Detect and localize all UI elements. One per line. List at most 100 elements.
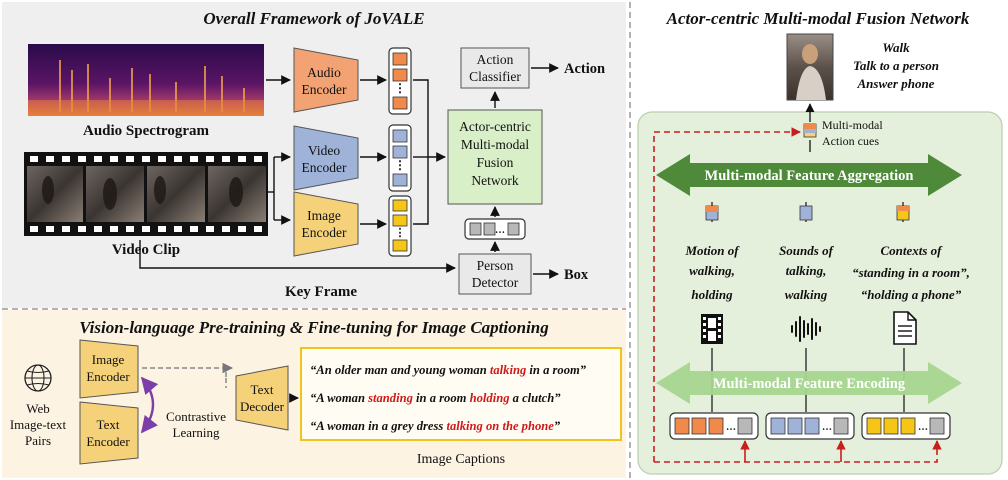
cues-label-line1: Multi-modal (822, 118, 883, 132)
svg-text:…: … (822, 422, 832, 433)
caption-highlight: talking (490, 363, 526, 377)
action-answer-phone: Answer phone (857, 76, 935, 91)
motion-line3: holding (691, 287, 733, 302)
image-encoder-line1: Image (307, 208, 341, 223)
vlp-text-encoder-line2: Encoder (86, 434, 130, 449)
video-clip-filmstrip (24, 152, 268, 236)
audio-spectrogram-image (28, 44, 264, 116)
audio-spectrogram-label: Audio Spectrogram (83, 123, 209, 139)
web-pairs-line1: Web (26, 401, 50, 416)
vlp-text-encoder: Text Encoder (79, 401, 139, 465)
token-merge-line (413, 79, 429, 225)
web-pairs-line3: Pairs (25, 433, 51, 448)
actor-photo (786, 33, 834, 101)
action-classifier-line1: Action (477, 52, 514, 67)
sound-feature-token (799, 202, 813, 222)
vlp-image-encoder-line1: Image (92, 352, 125, 367)
motion-line1: Motion of (684, 243, 740, 258)
action-walk: Walk (882, 40, 910, 55)
fusion-box-line3: Fusion (477, 155, 514, 170)
caption-1: “An older man and young woman talking in… (310, 363, 587, 377)
video-encoder-line2: Encoder (302, 160, 347, 175)
vlp-title: Vision-language Pre-training & Fine-tuni… (79, 318, 549, 337)
contexts-line2: “standing in a room”, (852, 265, 970, 280)
caption-text: “A woman (310, 391, 368, 405)
film-icon (701, 314, 723, 344)
caption-highlight: standing (367, 391, 413, 405)
fusion-box-line1: Actor-centric (459, 119, 531, 134)
video-tokens: ⋮ (388, 124, 412, 192)
fusion-box-line4: Network (471, 173, 518, 188)
text-decoder: Text Decoder (235, 365, 289, 431)
caption-text: in a room (413, 391, 470, 405)
sound-wave-icon (791, 316, 821, 342)
action-output-label: Action (564, 61, 605, 77)
caption-3: “A woman in a grey dress talking on the … (310, 419, 561, 433)
sounds-line2: talking, (786, 263, 827, 278)
vlp-image-encoder-line2: Encoder (86, 369, 130, 384)
video-encoder-line1: Video (308, 143, 340, 158)
fusion-network-box: Actor-centric Multi-modal Fusion Network (447, 109, 543, 205)
caption-text: a clutch” (510, 391, 562, 405)
caption-2: “A woman standing in a room holding a cl… (310, 391, 561, 405)
contrastive-arrow (140, 376, 159, 434)
person-detector: Person Detector (458, 253, 532, 295)
contexts-line3: “holding a phone” (861, 287, 962, 302)
svg-text:…: … (495, 225, 505, 236)
key-frame-label: Key Frame (285, 284, 357, 300)
audio-encoder-line2: Encoder (302, 82, 347, 97)
image-tokens: ⋮ (388, 195, 412, 257)
svg-text:…: … (918, 422, 928, 433)
sounds-line1: Sounds of (779, 243, 834, 258)
image-token-group: … (861, 412, 951, 440)
action-classifier-line2: Classifier (469, 69, 521, 84)
contrastive-line1: Contrastive (166, 409, 226, 424)
caption-highlight: holding (470, 391, 510, 405)
action-classifier: Action Classifier (460, 47, 530, 89)
globe-icon (24, 364, 52, 392)
key-frame-arrow (139, 240, 456, 273)
audio-encoder-line1: Audio (307, 65, 341, 80)
encoding-arrow (656, 362, 962, 404)
caption-text: ” (554, 419, 561, 433)
motion-line2: walking, (689, 263, 735, 278)
text-decoder-line1: Text (251, 382, 274, 397)
web-pairs-line2: Image-text (10, 417, 67, 432)
motion-feature-token (705, 202, 719, 222)
vlp-text-encoder-line1: Text (97, 417, 120, 432)
vlp-image-encoder: Image Encoder (79, 339, 139, 399)
svg-text:⋮: ⋮ (395, 227, 406, 239)
person-detector-line1: Person (477, 258, 514, 273)
red-dashed-bottom (654, 440, 942, 463)
caption-highlight: talking on the phone (446, 419, 554, 433)
fusion-title: Actor-centric Multi-modal Fusion Network (666, 9, 970, 28)
video-encoder: Video Encoder (293, 125, 359, 191)
person-tokens: … (464, 218, 526, 240)
red-dashed-left (653, 127, 801, 462)
context-feature-token (896, 202, 910, 222)
audio-encoder: Audio Encoder (293, 47, 359, 113)
fusion-box-line2: Multi-modal (461, 137, 529, 152)
caption-text: “A woman in a grey dress (310, 419, 446, 433)
overall-title: Overall Framework of JoVALE (203, 9, 424, 28)
action-talk: Talk to a person (853, 58, 939, 73)
image-captions-label: Image Captions (417, 452, 505, 467)
caption-text: “An older man and young woman (310, 363, 490, 377)
sounds-line3: walking (785, 287, 828, 302)
cues-label-line2: Action cues (822, 134, 879, 148)
cue-token (803, 123, 817, 138)
document-icon (893, 311, 917, 345)
encoding-label: Multi-modal Feature Encoding (713, 376, 906, 392)
caption-text: in a room” (526, 363, 587, 377)
contexts-line1: Contexts of (880, 243, 943, 258)
person-detector-line2: Detector (472, 275, 519, 290)
aggregation-arrow (656, 154, 962, 196)
image-encoder-line2: Encoder (302, 225, 347, 240)
svg-text:⋮: ⋮ (394, 81, 406, 95)
image-encoder: Image Encoder (293, 191, 359, 257)
audio-token-group: … (669, 412, 759, 440)
video-token-group: … (765, 412, 855, 440)
video-clip-label: Video Clip (112, 242, 180, 258)
svg-text:⋮: ⋮ (394, 158, 406, 172)
